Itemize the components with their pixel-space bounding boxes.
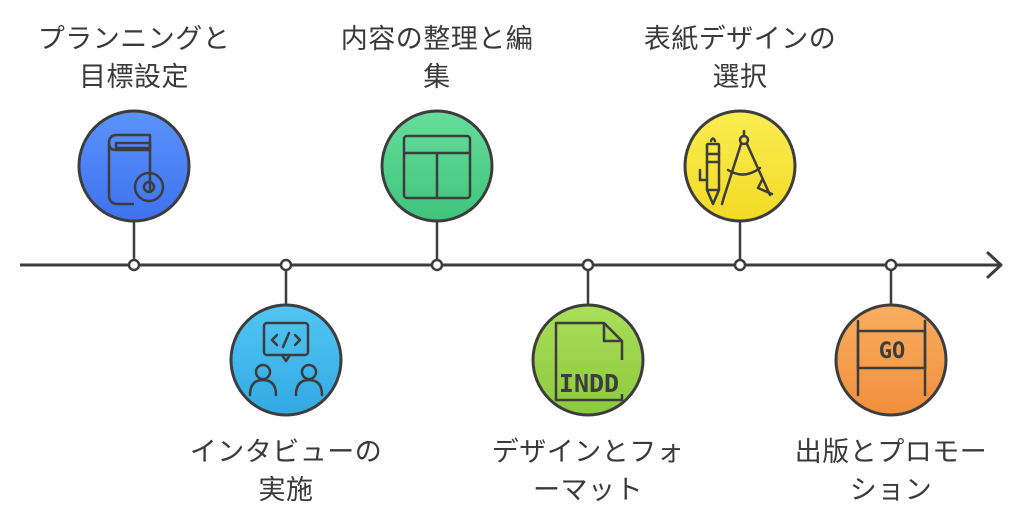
interview-icon: [248, 321, 324, 397]
timeline-node: [884, 258, 898, 272]
timeline-node: [581, 258, 595, 272]
milestone-5: [683, 109, 797, 272]
go-sign-icon: [856, 319, 927, 397]
milestone-badge: [834, 303, 948, 417]
timeline-node: [430, 258, 444, 272]
milestone-6-label: 出版とプロモー ション: [794, 437, 988, 506]
indd-file-label: INDD: [559, 369, 619, 398]
timeline-node: [733, 258, 747, 272]
milestone-2-label: インタビューの 実施: [189, 437, 383, 506]
indd-file-icon: [554, 321, 624, 402]
milestone-badge: [683, 109, 797, 223]
milestone-4: INDD: [531, 258, 645, 417]
go-sign-label: GO: [879, 339, 906, 364]
milestone-6: GO: [834, 258, 948, 417]
timeline-node: [127, 258, 141, 272]
book-icon: [107, 133, 165, 206]
milestone-3: [380, 109, 494, 272]
timeline-arrowhead: [986, 251, 1003, 279]
milestone-2: [229, 258, 343, 417]
milestone-1: [77, 109, 191, 272]
milestone-1-label: プランニングと 目標設定: [37, 24, 231, 93]
milestone-4-label: デザインとフォ ーマット: [491, 437, 685, 506]
layout-icon: [402, 134, 472, 200]
timeline-node: [279, 258, 293, 272]
milestone-5-label: 表紙デザインの 選択: [643, 24, 837, 93]
milestone-3-label: 内容の整理と編 集: [340, 24, 534, 93]
milestone-badge: [531, 303, 645, 417]
drafting-tools-icon: [698, 129, 774, 206]
